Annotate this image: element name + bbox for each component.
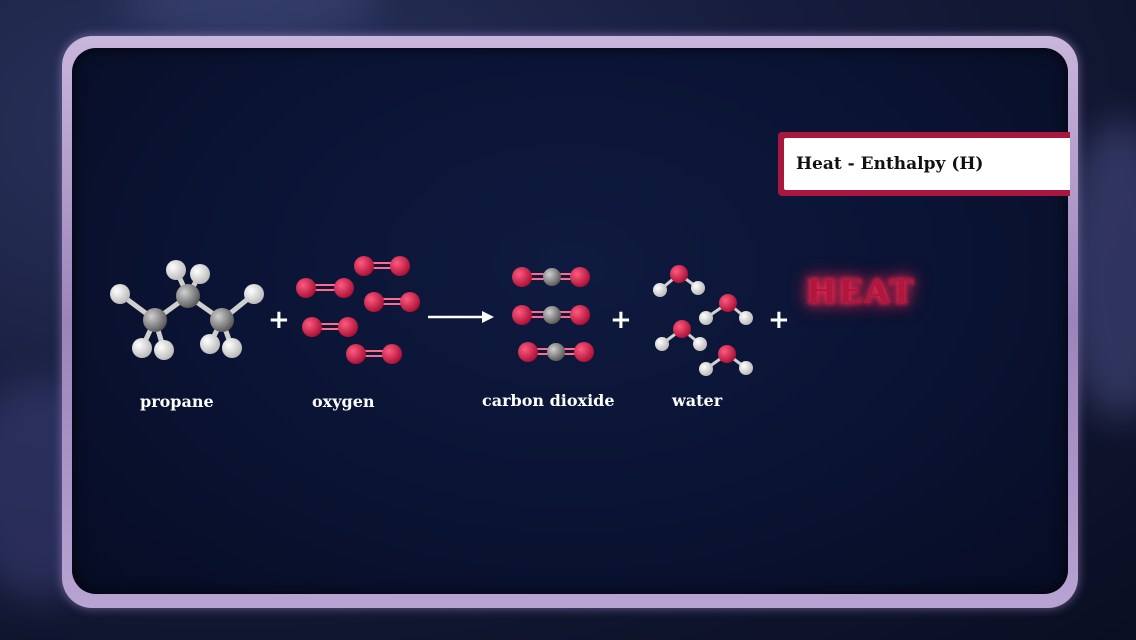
propane-label: propane: [140, 392, 214, 411]
carbon-dioxide-molecules-icon: [512, 267, 594, 362]
propane-molecule-icon: [110, 260, 264, 360]
water-label: water: [672, 391, 723, 410]
background-glow: [120, 0, 380, 40]
plus-sign: +: [268, 305, 290, 335]
title-banner: Heat - Enthalpy (H): [778, 132, 1070, 196]
oxygen-molecules-icon: [296, 256, 420, 364]
carbon-dioxide-label: carbon dioxide: [482, 391, 615, 410]
reaction-arrow-icon: [428, 311, 494, 323]
oxygen-label: oxygen: [312, 392, 375, 411]
water-molecules-icon: [653, 265, 753, 376]
title-label: Heat - Enthalpy (H): [784, 138, 1070, 190]
heat-label: HEAT: [806, 272, 915, 311]
plus-sign: +: [768, 305, 790, 335]
plus-sign: +: [610, 305, 632, 335]
